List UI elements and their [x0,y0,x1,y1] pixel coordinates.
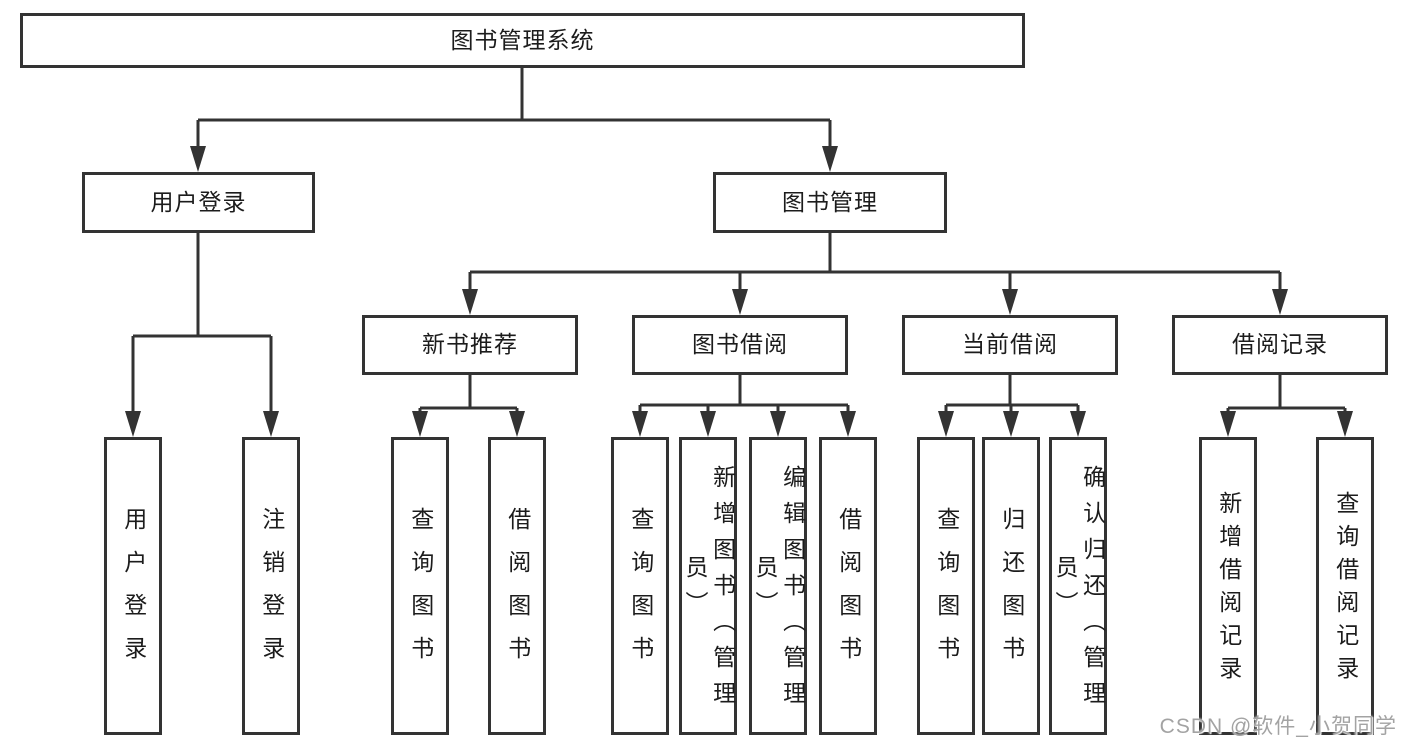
node-leaf-borrow-books: 借阅图书 [819,437,877,735]
node-leaf-edit-books-admin: 编辑图书（管理员） [749,437,807,735]
node-user-login: 用户登录 [82,172,315,233]
connector-book-management [468,233,1282,291]
node-leaf-query-books-recommend: 查询图书 [391,437,449,735]
node-leaf-borrow-books-recommend: 借阅图书 [488,437,546,735]
node-leaf-query-borrow-record: 查询借阅记录 [1316,437,1374,735]
arrowhead [770,411,786,437]
node-new-book-recommend: 新书推荐 [362,315,578,375]
arrowhead [1220,411,1236,437]
arrowhead [1070,411,1086,437]
connector-borrow-records [1226,375,1347,413]
node-current-borrow: 当前借阅 [902,315,1118,375]
arrowhead [1002,289,1018,315]
csdn-watermark: CSDN @软件_小贺同学 [1159,715,1397,738]
node-book-borrow: 图书借阅 [632,315,848,375]
connector-root-to-level2 [196,68,832,148]
arrowhead [462,289,478,315]
arrowhead [412,411,428,437]
node-leaf-logout: 注销登录 [242,437,300,735]
arrowhead [1272,289,1288,315]
arrowhead [125,411,141,437]
arrowhead [632,411,648,437]
arrowhead [1003,411,1019,437]
arrowhead [1337,411,1353,437]
node-leaf-return-books: 归还图书 [982,437,1040,735]
connector-book-borrow [638,375,850,413]
arrowhead [840,411,856,437]
arrowhead [732,289,748,315]
arrowhead [190,146,206,172]
node-leaf-confirm-return-admin: 确认归还（管理员） [1049,437,1107,735]
connector-current-borrow [944,375,1080,413]
arrowhead [822,146,838,172]
arrowhead [938,411,954,437]
node-leaf-query-books-borrow: 查询图书 [611,437,669,735]
node-leaf-add-books-admin: 新增图书（管理员） [679,437,737,735]
connector-new-book-recommend [418,375,519,413]
node-leaf-user-login: 用户登录 [104,437,162,735]
connector-user-login [131,233,273,413]
arrowhead [263,411,279,437]
node-root-system: 图书管理系统 [20,13,1025,68]
node-leaf-query-books-current: 查询图书 [917,437,975,735]
node-borrow-records: 借阅记录 [1172,315,1388,375]
node-leaf-add-borrow-record: 新增借阅记录 [1199,437,1257,735]
arrowhead [700,411,716,437]
node-book-management: 图书管理 [713,172,947,233]
arrowhead [509,411,525,437]
